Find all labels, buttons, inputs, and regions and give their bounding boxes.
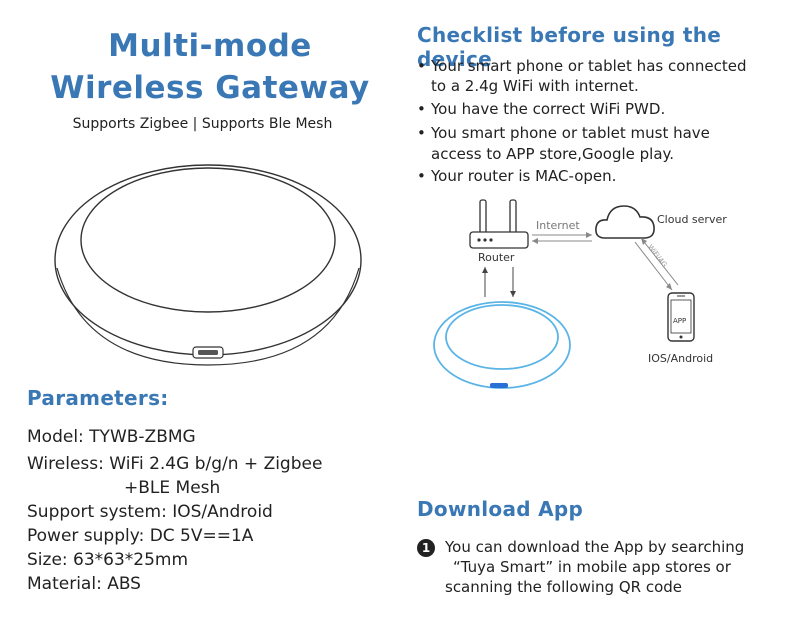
download-instruction-line3: scanning the following QR code — [445, 578, 682, 596]
download-instruction-line1: You can download the App by searching — [445, 538, 745, 556]
checklist-item-cont: access to APP store,Google play. — [431, 145, 675, 163]
param-power-supply: Power supply: DC 5V==1A — [27, 526, 254, 546]
product-title-line1: Multi-mode — [108, 28, 312, 64]
checklist-item: •You smart phone or tablet must have — [417, 124, 710, 142]
param-material: Material: ABS — [27, 574, 141, 594]
download-instruction-line2: “Tuya Smart” in mobile app stores or — [453, 558, 731, 576]
checklist-heading: Checklist before using the device — [417, 23, 722, 71]
param-support-system: Support system: IOS/Android — [27, 502, 273, 522]
param-size: Size: 63*63*25mm — [27, 550, 189, 570]
param-model: Model: TYWB-ZBMG — [27, 427, 196, 447]
product-subtitle: Supports Zigbee | Supports Ble Mesh — [72, 116, 333, 132]
network-diagram — [433, 199, 695, 389]
phone-icon — [667, 292, 695, 342]
gateway-device-illustration — [54, 164, 362, 366]
router-icon — [469, 199, 529, 249]
gateway-device-icon — [433, 301, 571, 389]
param-wireless-cont: +BLE Mesh — [124, 478, 221, 498]
checklist-item: •Your smart phone or tablet has connecte… — [417, 57, 747, 75]
product-title-line2: Wireless Gateway — [50, 70, 370, 106]
internet-label: Internet — [536, 219, 580, 232]
download-heading: Download App — [417, 497, 584, 521]
cloud-icon — [595, 205, 655, 239]
step-number-badge: 1 — [417, 539, 435, 557]
checklist-item-cont: to a 2.4g WiFi with internet. — [431, 77, 639, 95]
checklist-item: •You have the correct WiFi PWD. — [417, 100, 666, 118]
param-wireless: Wireless: WiFi 2.4G b/g/n + Zigbee — [27, 454, 323, 474]
phone-os-label: IOS/Android — [648, 352, 714, 365]
parameters-heading: Parameters: — [27, 386, 169, 410]
app-label: APP — [673, 317, 687, 325]
checklist-item: •Your router is MAC-open. — [417, 167, 617, 185]
router-label: Router — [478, 251, 515, 264]
cloud-server-label: Cloud server — [657, 213, 727, 226]
